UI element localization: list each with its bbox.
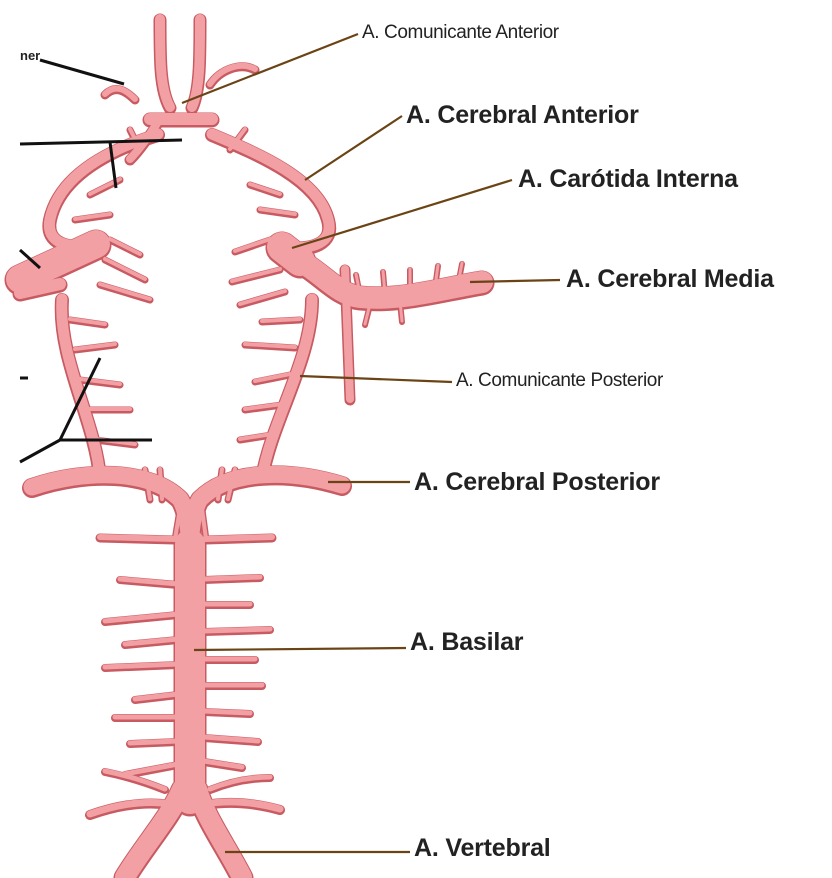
label-posterior-cerebral-artery: A. Cerebral Posterior (414, 468, 660, 497)
cutoff-label-fragment: ner (20, 48, 40, 63)
label-basilar-artery: A. Basilar (410, 628, 523, 657)
leader-basilar (194, 648, 406, 650)
label-internal-carotid-artery: A. Carótida Interna (518, 165, 738, 194)
label-middle-cerebral-artery: A. Cerebral Media (566, 265, 774, 294)
label-vertebral-artery: A. Vertebral (414, 834, 551, 863)
label-anterior-communicating-artery: A. Comunicante Anterior (362, 22, 559, 44)
label-anterior-cerebral-artery: A. Cerebral Anterior (406, 101, 639, 130)
leader-acom (182, 34, 358, 103)
label-posterior-communicating-artery: A. Comunicante Posterior (456, 370, 663, 392)
leader-pcom (300, 376, 452, 382)
leader-aca (305, 116, 402, 180)
